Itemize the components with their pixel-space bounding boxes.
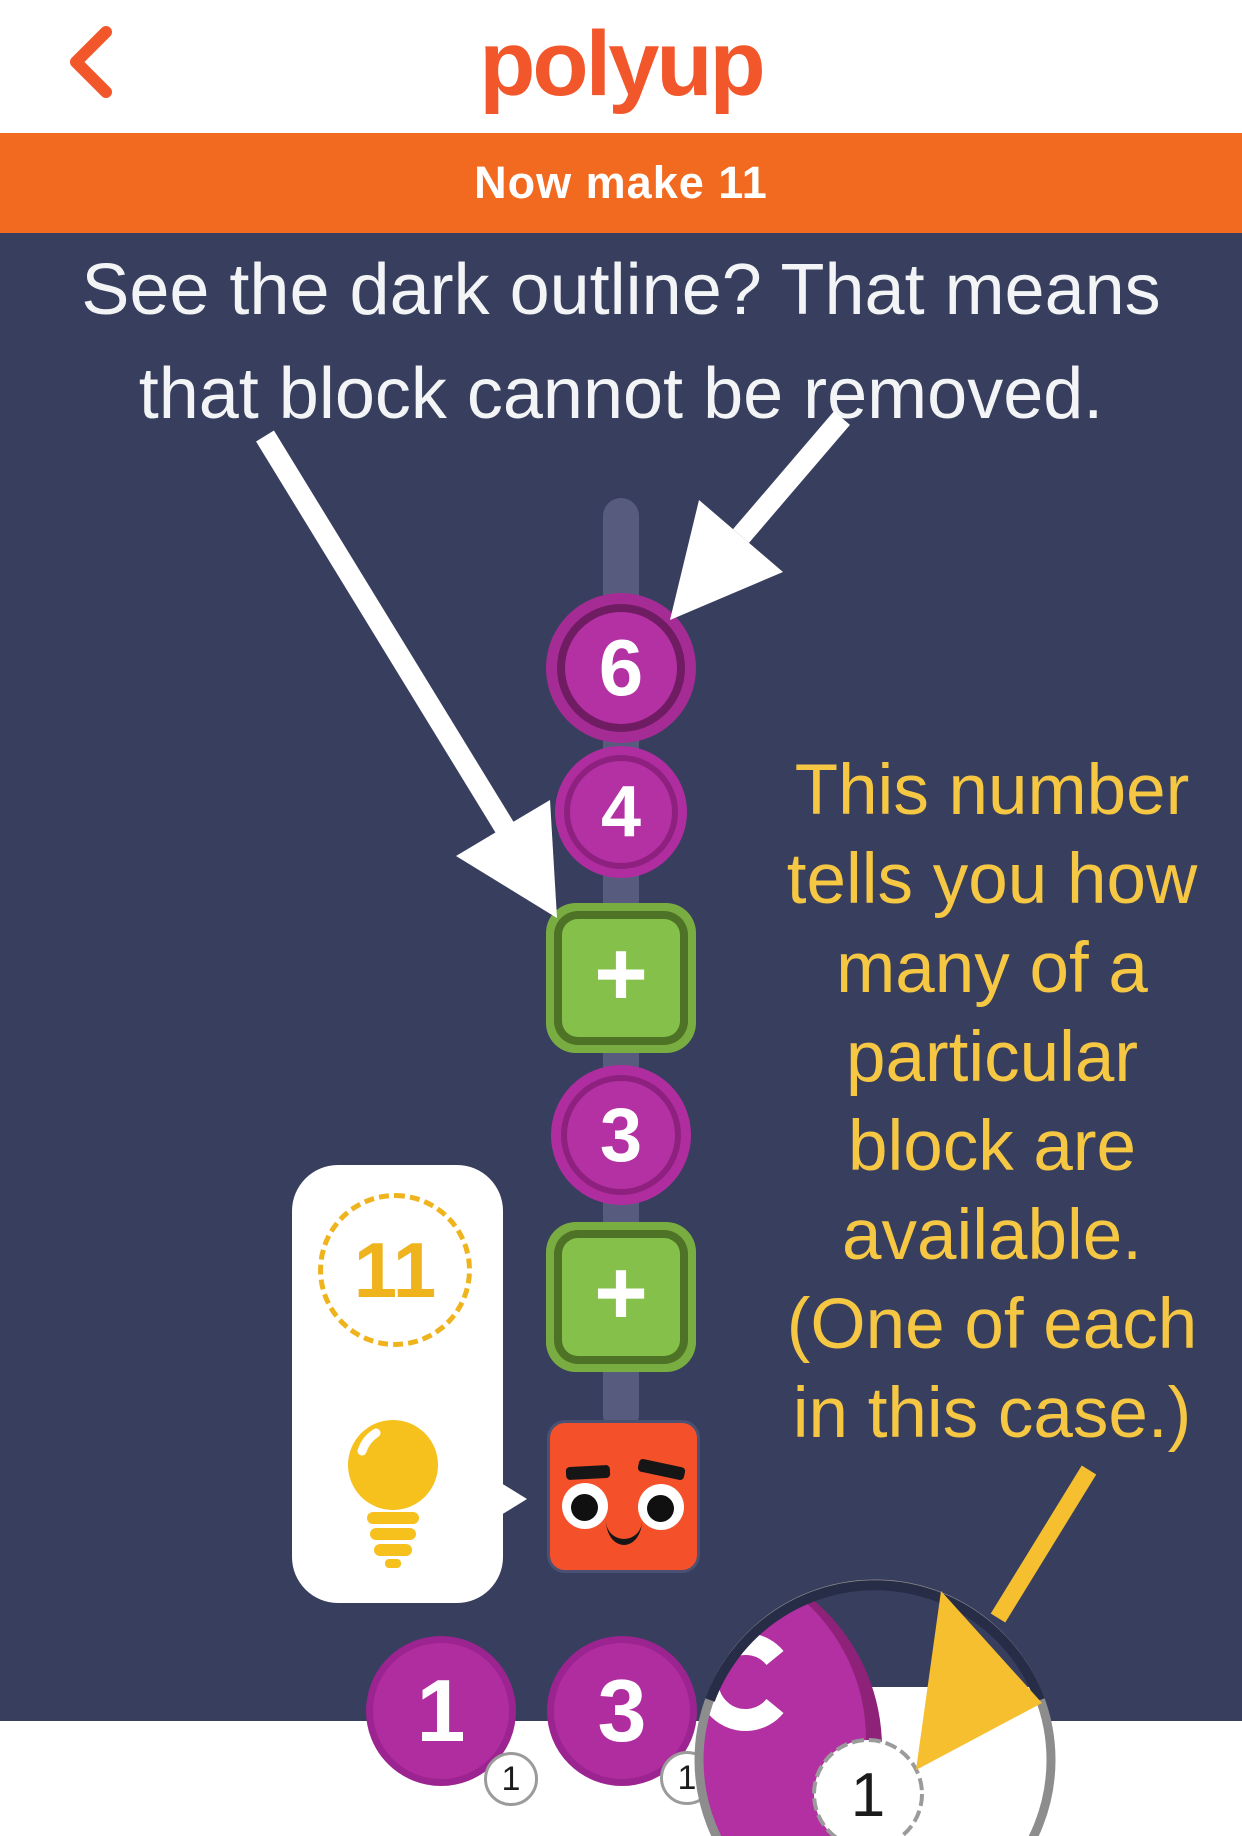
app-logo: polyup	[479, 12, 766, 115]
goal-number: 11	[353, 1225, 437, 1314]
chevron-left-icon	[70, 26, 112, 98]
block-4-value: 4	[600, 772, 642, 852]
count-badge-3: 1	[660, 1751, 714, 1805]
left-eye-icon	[562, 1483, 608, 1529]
block-4[interactable]: 4	[555, 746, 687, 878]
count-badge-3-value: 1	[677, 1758, 697, 1797]
operator-plus-block-1[interactable]: +	[546, 903, 696, 1053]
plus-icon: +	[594, 922, 648, 1025]
tray-block-3-value: 3	[597, 1661, 647, 1760]
block-6-value: 6	[598, 623, 644, 712]
right-eye-icon	[638, 1484, 684, 1530]
operator-plus-block-2[interactable]: +	[546, 1222, 696, 1372]
instruction-text: See the dark outline? That means that bl…	[81, 250, 1161, 434]
bot-block[interactable]	[547, 1420, 700, 1573]
app-header: polyup	[0, 0, 1242, 133]
back-button[interactable]	[58, 22, 128, 102]
block-3[interactable]: 3	[551, 1065, 691, 1205]
lightbulb-icon	[348, 1420, 438, 1568]
tray-block-1-value: 1	[416, 1661, 466, 1760]
count-badge-1: 1	[484, 1752, 538, 1806]
locked-outline-ring: 6	[557, 604, 685, 732]
task-banner: Now make 11	[0, 133, 1242, 233]
block-3-value: 3	[599, 1092, 643, 1178]
count-badge-1-value: 1	[501, 1759, 521, 1798]
task-text: Now make 11	[474, 157, 768, 208]
left-eyebrow-icon	[565, 1464, 611, 1481]
availability-note-text: This number tells you how many of a part…	[786, 751, 1198, 1453]
bubble-tail	[501, 1483, 527, 1515]
right-eyebrow-icon	[637, 1458, 686, 1481]
goal-badge: 11	[318, 1193, 472, 1347]
plus-icon: +	[594, 1241, 648, 1344]
hint-bubble: 11	[292, 1165, 527, 1603]
smile-icon	[606, 1521, 642, 1545]
block-6-locked[interactable]: 6	[546, 593, 696, 743]
